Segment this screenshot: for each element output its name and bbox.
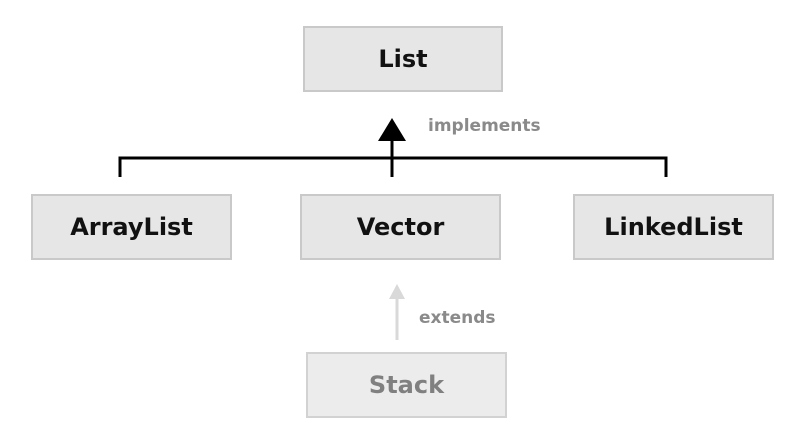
- linkedlist-node: LinkedList: [573, 194, 774, 260]
- implements-arrowhead: [378, 118, 406, 141]
- list-label: List: [378, 45, 428, 73]
- vector-node: Vector: [300, 194, 501, 260]
- implements-label: implements: [428, 116, 541, 136]
- arraylist-label: ArrayList: [70, 213, 193, 241]
- list-node: List: [303, 26, 503, 92]
- linkedlist-label: LinkedList: [604, 213, 743, 241]
- extends-label: extends: [419, 308, 496, 328]
- extends-arrowhead: [389, 284, 405, 299]
- vector-label: Vector: [356, 213, 445, 241]
- stack-node: Stack: [306, 352, 507, 418]
- arraylist-node: ArrayList: [31, 194, 232, 260]
- stack-label: Stack: [368, 371, 445, 399]
